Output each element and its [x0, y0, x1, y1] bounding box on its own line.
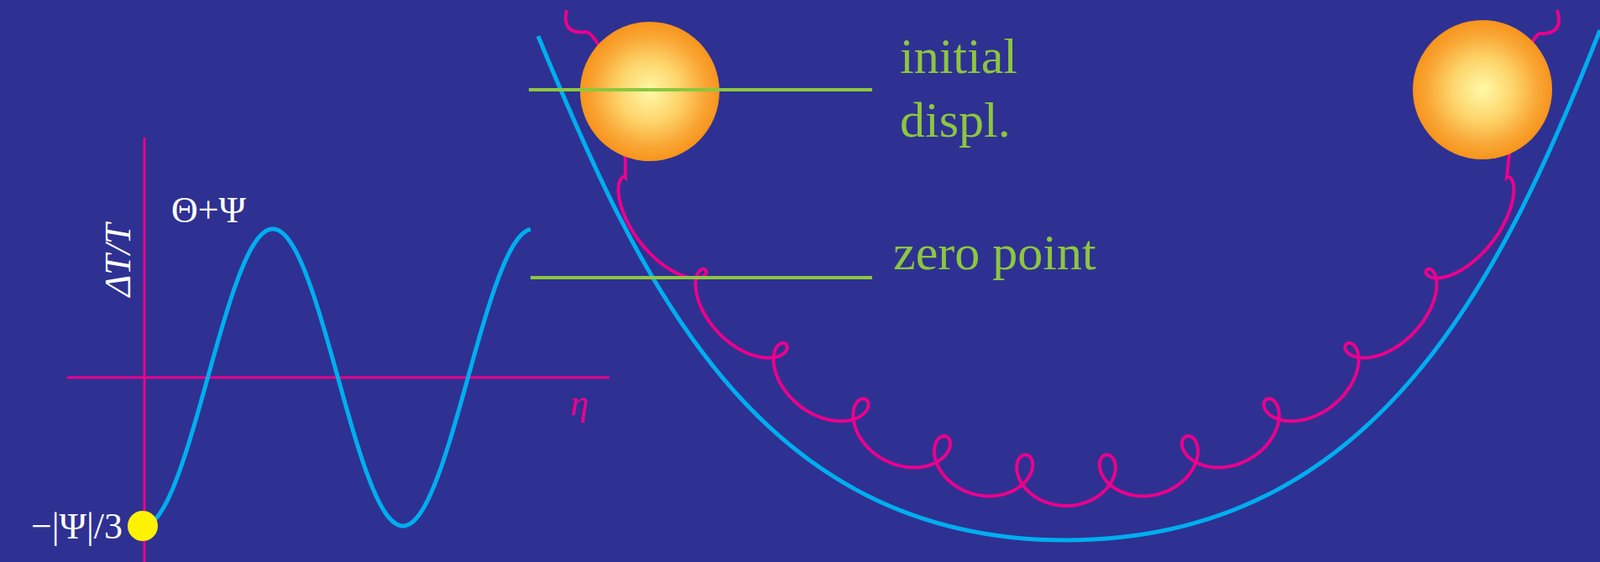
- callout-label: zero point: [893, 220, 1104, 285]
- reference-line: [528, 88, 873, 92]
- reference-line: [530, 276, 873, 280]
- axis-label: ΔT/T: [96, 224, 140, 298]
- temperature-curve: [142, 229, 531, 527]
- callout-label: initial displ.: [899, 24, 1110, 152]
- curve-label: Θ+Ψ: [171, 188, 246, 232]
- spring-hook: [565, 10, 588, 32]
- value-label: −|Ψ|/3: [31, 505, 123, 549]
- start-dot: [127, 511, 158, 542]
- spring-coil: [587, 31, 1539, 507]
- reference-line: [528, 88, 873, 92]
- spring-hook: [1538, 10, 1559, 34]
- ball: [1412, 20, 1553, 160]
- vertical-axis: [143, 137, 147, 562]
- axis-label: η: [569, 381, 589, 425]
